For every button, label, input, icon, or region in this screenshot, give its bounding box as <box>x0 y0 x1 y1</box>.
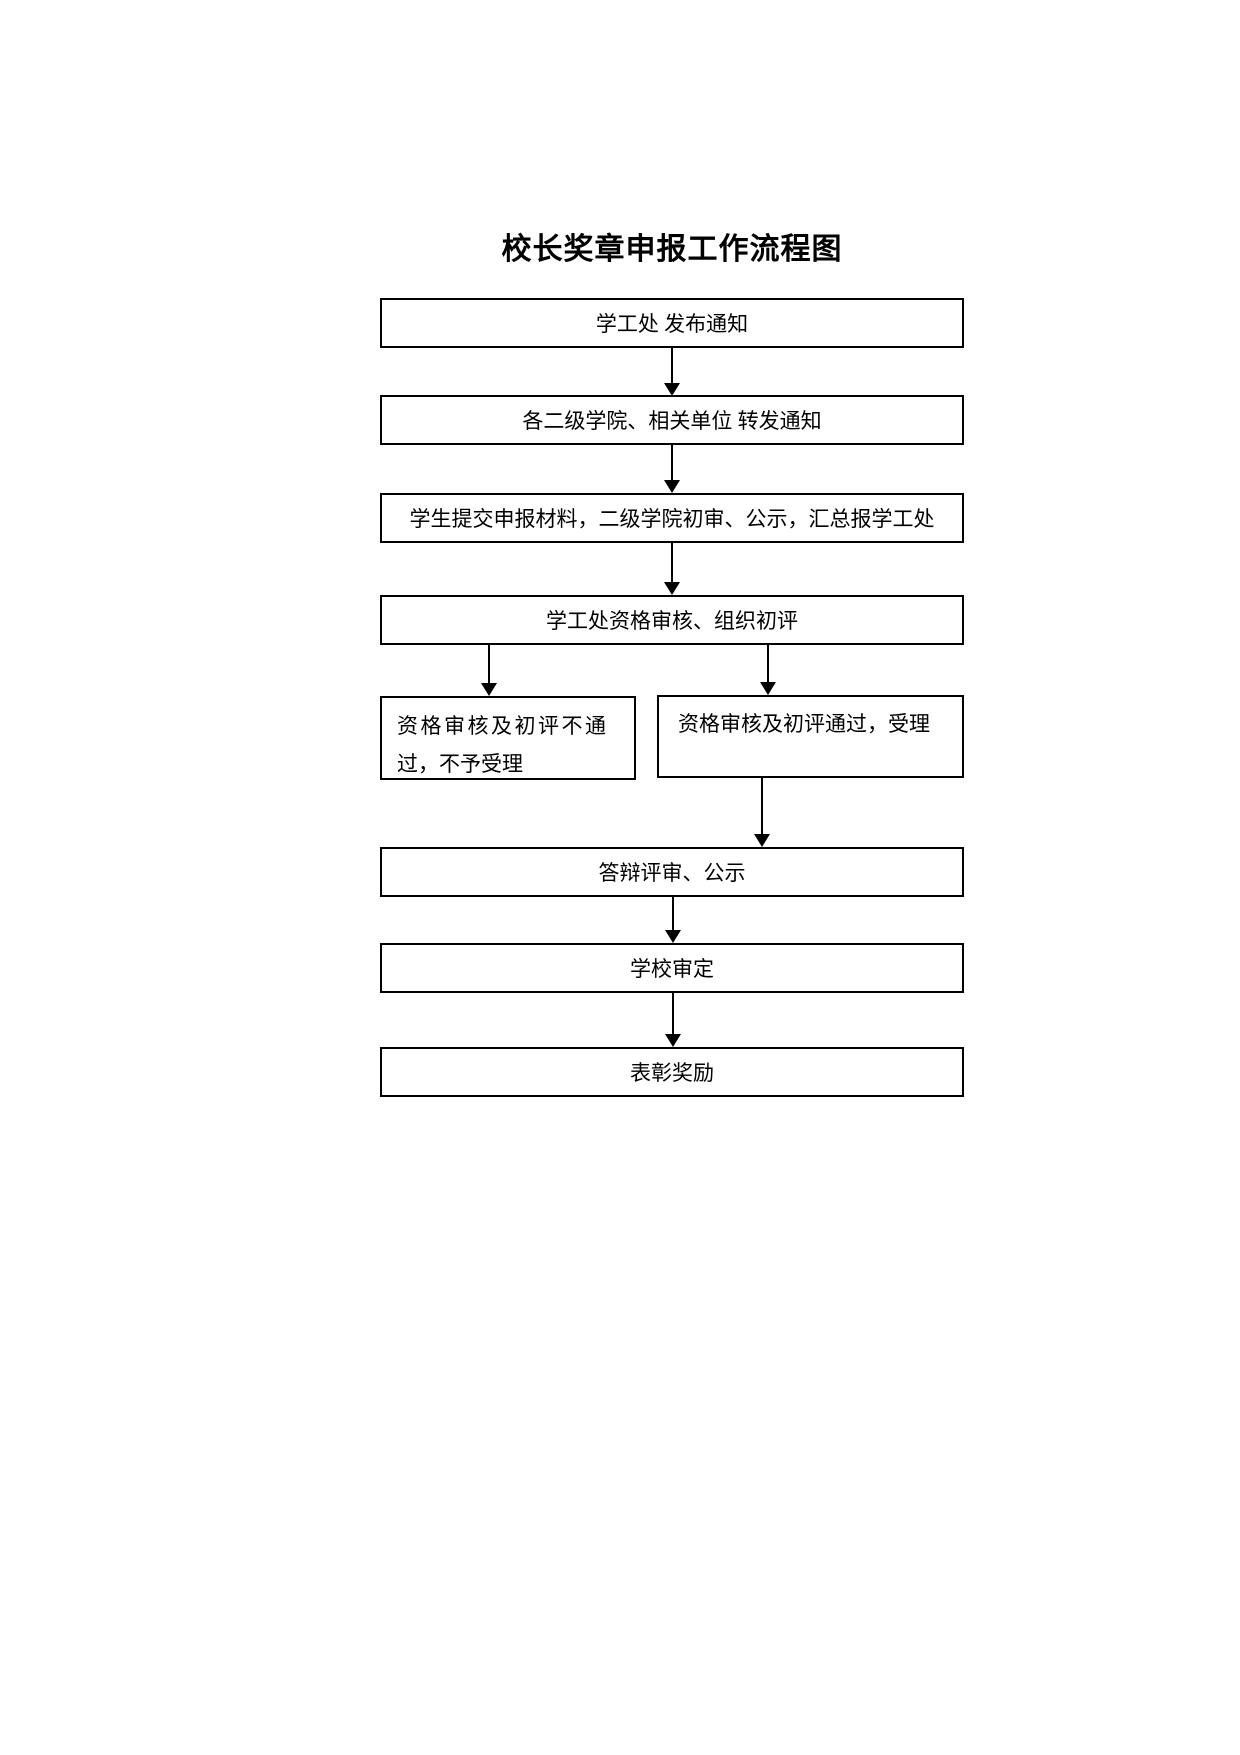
reject-label-line2: 过，不予受理 <box>397 752 523 776</box>
arrow-head <box>664 383 680 396</box>
arrow-down-icon <box>664 348 680 396</box>
flowchart-title: 校长奖章申报工作流程图 <box>501 233 843 266</box>
arrow-shaft <box>671 543 673 584</box>
accept-box: 资格审核及初评通过，受理 <box>657 695 964 778</box>
arrow-head <box>665 930 681 943</box>
arrow-shaft <box>671 348 673 385</box>
accept-label: 资格审核及初评通过，受理 <box>678 712 930 736</box>
arrow-head <box>665 1034 681 1047</box>
arrow-down-icon <box>665 897 681 943</box>
publish-notice-label: 学工处 发布通知 <box>595 312 749 336</box>
arrow-head <box>754 834 770 847</box>
submit-materials-label: 学生提交申报材料，二级学院初审、公示，汇总报学工处 <box>409 507 935 531</box>
forward-notice-box: 各二级学院、相关单位 转发通知 <box>380 395 964 445</box>
arrow-shaft <box>767 645 769 684</box>
arrow-head <box>664 480 680 493</box>
arrow-down-icon <box>664 445 680 493</box>
forward-notice-label: 各二级学院、相关单位 转发通知 <box>522 409 822 433</box>
arrow-head <box>481 683 497 696</box>
publish-notice-box: 学工处 发布通知 <box>380 298 964 348</box>
defense-review-box: 答辩评审、公示 <box>380 847 964 897</box>
defense-review-label: 答辩评审、公示 <box>598 861 746 885</box>
arrow-shaft <box>671 445 673 482</box>
qualification-review-label: 学工处资格审核、组织初评 <box>546 609 798 633</box>
qualification-review-box: 学工处资格审核、组织初评 <box>380 595 964 645</box>
school-approval-label: 学校审定 <box>630 957 714 981</box>
arrow-down-icon <box>760 645 776 695</box>
reject-label-line1: 资格审核及初评不通 <box>397 714 606 738</box>
arrow-shaft <box>672 993 674 1036</box>
award-label: 表彰奖励 <box>630 1061 714 1085</box>
arrow-down-icon <box>665 993 681 1047</box>
arrow-down-icon <box>754 778 770 847</box>
arrow-down-icon <box>481 645 497 696</box>
school-approval-box: 学校审定 <box>380 943 964 993</box>
reject-box: 资格审核及初评不通 过，不予受理 <box>380 696 636 780</box>
award-box: 表彰奖励 <box>380 1047 964 1097</box>
arrow-down-icon <box>664 543 680 595</box>
arrow-shaft <box>672 897 674 932</box>
arrow-head <box>664 582 680 595</box>
submit-materials-box: 学生提交申报材料，二级学院初审、公示，汇总报学工处 <box>380 493 964 543</box>
arrow-head <box>760 682 776 695</box>
arrow-shaft <box>761 778 763 836</box>
arrow-shaft <box>488 645 490 685</box>
